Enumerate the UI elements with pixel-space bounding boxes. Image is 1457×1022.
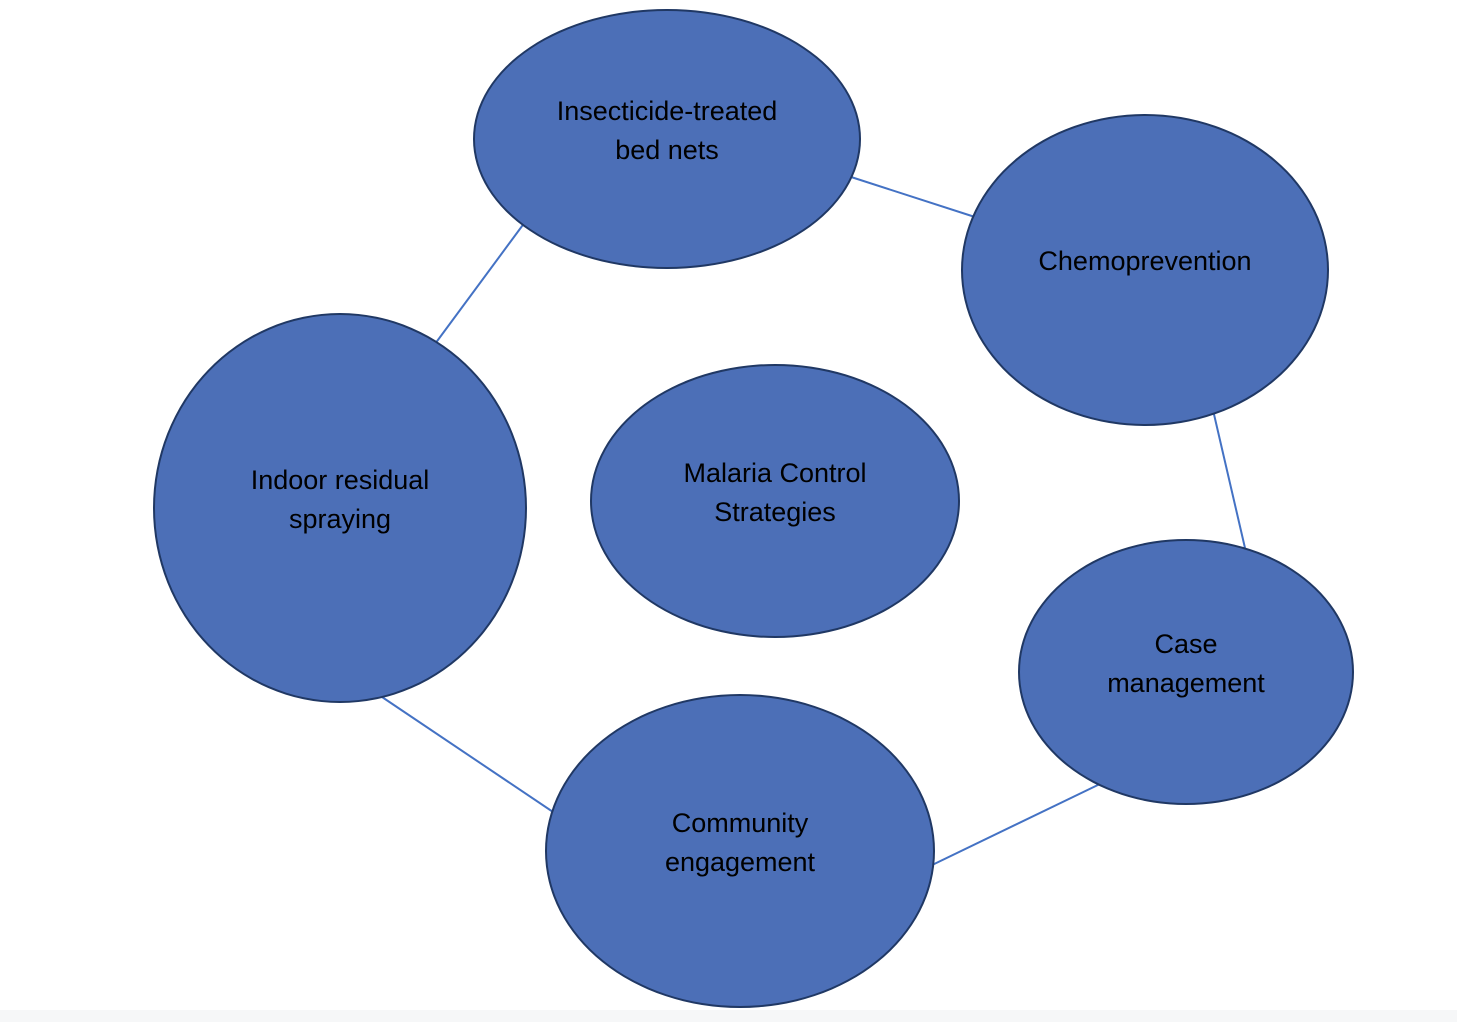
node-label-case-management: Case management [1107,628,1265,698]
node-label-community-engagement: Community engagement [664,807,816,877]
connector-bed-nets-indoor-residual-spraying [431,217,529,349]
node-case-management[interactable]: Case management [1018,539,1354,805]
node-label-indoor-residual-spraying: Indoor residual spraying [250,464,430,534]
connector-indoor-residual-spraying-community-engagement [381,696,563,819]
node-label-insecticide-treated-bed-nets: Insecticide-treated bed nets [556,95,778,165]
connector-case-management-community-engagement [927,782,1103,868]
node-insecticide-treated-bed-nets[interactable]: Insecticide-treated bed nets [473,9,861,269]
node-label-malaria-control-strategies: Malaria Control Strategies [683,457,867,527]
node-chemoprevention[interactable]: Chemoprevention [961,114,1329,426]
node-label-chemoprevention: Chemoprevention [1038,246,1252,277]
connector-chemoprevention-case-management [1212,409,1246,549]
node-indoor-residual-spraying[interactable]: Indoor residual spraying [153,313,527,703]
node-community-engagement[interactable]: Community engagement [545,694,935,1008]
bottom-window-edge [0,1010,1457,1022]
connector-bed-nets-chemoprevention [847,175,979,219]
node-malaria-control-strategies[interactable]: Malaria Control Strategies [590,364,960,638]
